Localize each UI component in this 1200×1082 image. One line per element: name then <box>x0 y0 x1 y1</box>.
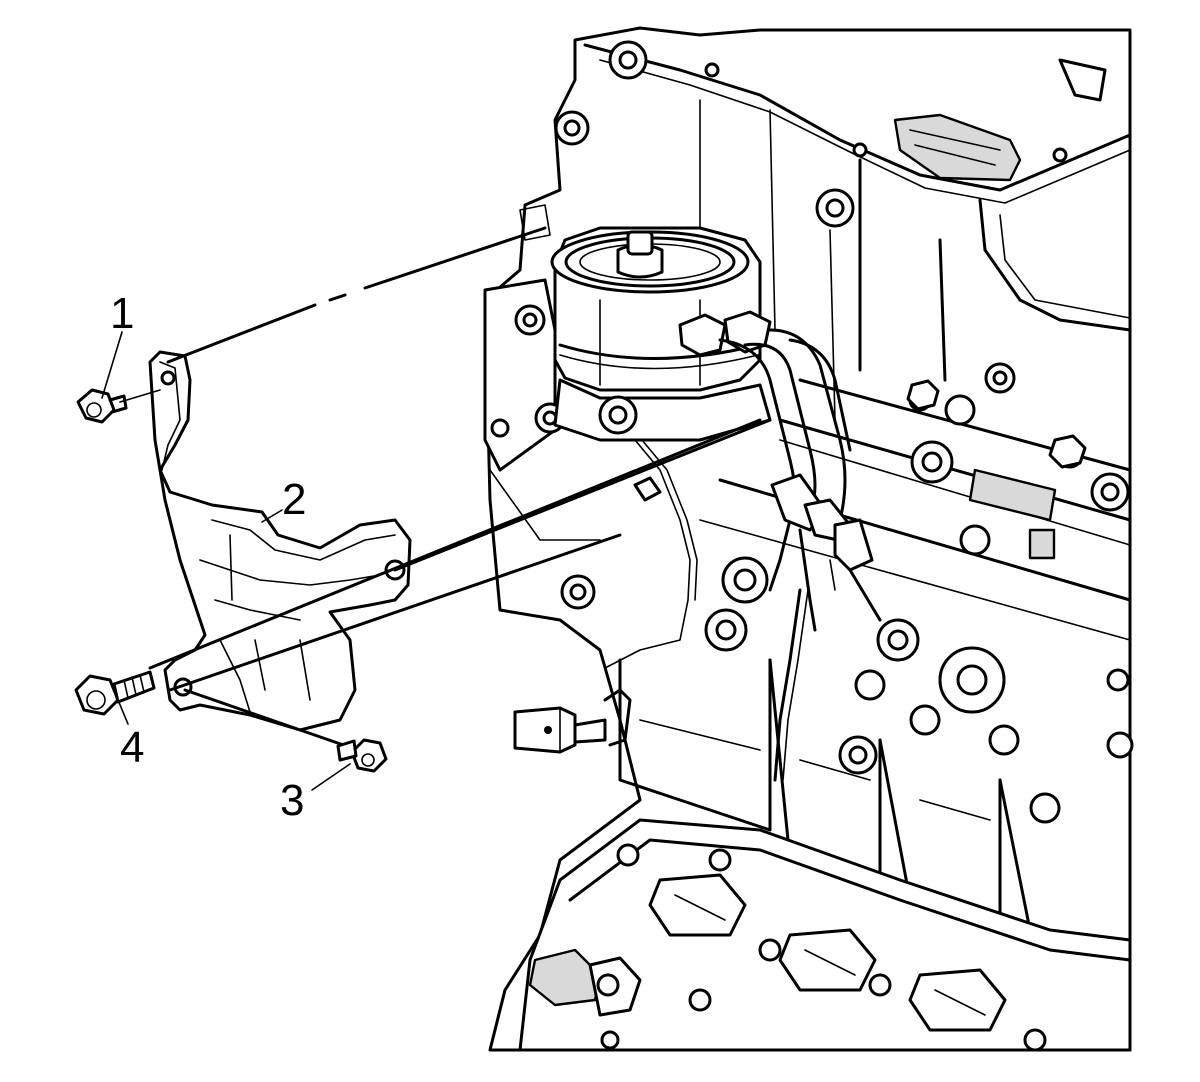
heat-shield <box>148 350 412 732</box>
bolt-4 <box>74 670 156 716</box>
alignment-lines <box>119 226 772 750</box>
engine-block <box>483 26 1134 1052</box>
callout-4: 4 <box>120 723 144 772</box>
callout-1: 1 <box>110 289 134 338</box>
callout-3: 3 <box>280 776 304 825</box>
bolt-3 <box>336 738 388 773</box>
oil-cooler-lines <box>604 310 882 782</box>
callout-2: 2 <box>282 475 306 524</box>
bolt-1 <box>76 388 128 424</box>
leader-lines <box>101 331 351 791</box>
